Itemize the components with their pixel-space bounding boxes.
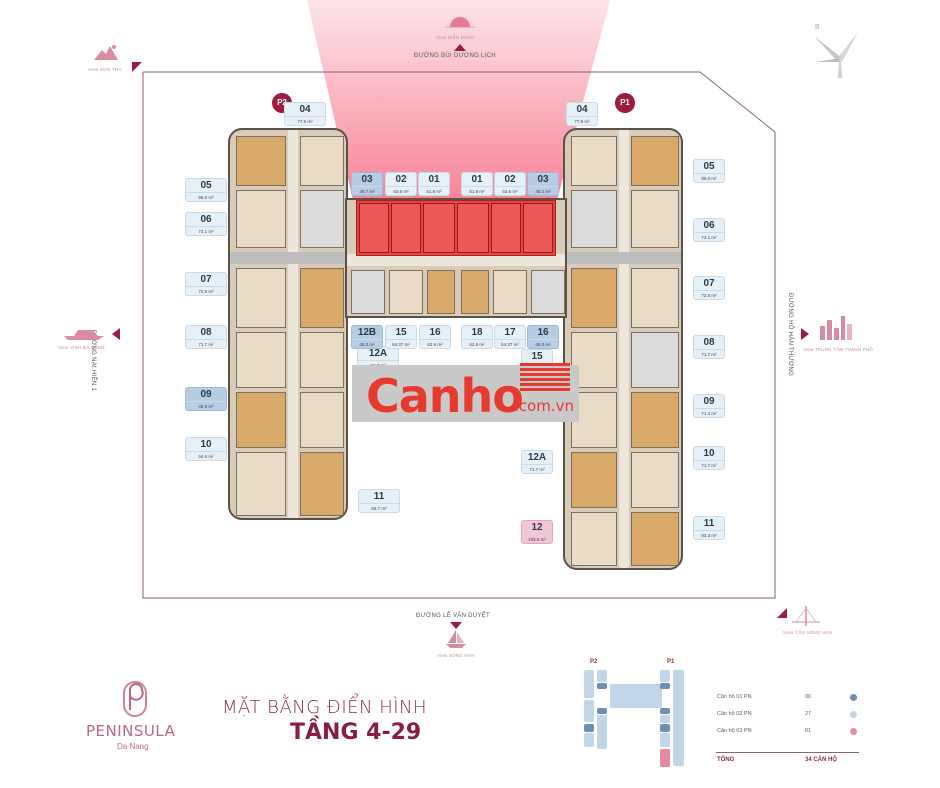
legend-dot-1pn [850, 694, 857, 701]
watermark-domain: .com.vn [514, 397, 574, 415]
legend-count-1pn: 06 [805, 694, 812, 700]
mini-label-p1: P1 [667, 659, 675, 665]
legend-count-2pn: 27 [805, 711, 812, 717]
mountain-icon [94, 45, 118, 60]
view-south-label: View SÔNG HÀN [437, 653, 475, 658]
south-arrow-icon [450, 622, 462, 629]
watermark-bars-icon [520, 363, 570, 397]
watermark-brand: Canho [366, 369, 524, 423]
central-connector-plan [345, 198, 567, 318]
compass-icon [814, 32, 858, 78]
compass-label: B [815, 24, 820, 31]
view-north-label: View BIỂN ĐÔNG [436, 35, 475, 40]
legend-dot-3pn [850, 728, 857, 735]
north-view-units-highlight [356, 200, 556, 256]
bridge-icon [792, 606, 820, 626]
project-name: PENINSULA [86, 722, 176, 740]
city-skyline-icon [820, 316, 852, 340]
sailboat-icon [446, 630, 466, 648]
peninsula-logo-icon [123, 681, 147, 717]
project-city: Da Nang [117, 742, 149, 751]
tower-p2-plan [228, 128, 348, 520]
north-arrow-icon [454, 44, 466, 51]
road-east: ĐƯỜNG HỒ HÁN THƯƠNG [787, 293, 793, 377]
view-southeast-label: View CẦU SÔNG HÀN [783, 630, 833, 635]
road-north: ĐƯỜNG BÙI DƯƠNG LỊCH [414, 53, 496, 59]
legend-label-3pn: Căn hộ 03 PN [717, 728, 752, 734]
legend-count-3pn: 01 [805, 728, 812, 734]
site-boundary [132, 62, 787, 618]
watermark: Canho .com.vn [352, 363, 579, 423]
view-beam [307, 0, 610, 200]
view-northwest-label: View SƠN TRÀ [88, 67, 122, 72]
legend-label-1pn: Căn hộ 01 PN [717, 694, 752, 700]
legend-divider [716, 752, 859, 753]
west-arrow-icon [112, 328, 120, 340]
east-arrow-icon [801, 328, 809, 340]
road-south: ĐƯỜNG LÊ VĂN DUYỆT [416, 613, 491, 619]
legend-total-value: 34 CĂN HỘ [805, 757, 838, 763]
legend-total-label: TỔNG [717, 757, 735, 763]
title-line2: TẦNG 4-29 [290, 720, 422, 745]
tower-p1-plan [563, 128, 683, 570]
legend-label-2pn: Căn hộ 02 PN [717, 711, 752, 717]
title-line1: MẶT BẰNG ĐIỂN HÌNH [222, 697, 428, 718]
sunrise-icon [445, 17, 475, 28]
yacht-icon [64, 330, 104, 340]
view-east-label: View TRUNG TÂM THÀNH PHỐ [803, 347, 873, 352]
mini-label-p2: P2 [590, 659, 598, 665]
tower-badge-p1: P1 [615, 93, 635, 113]
view-west-label: View VỊNH ĐÀ NẴNG [58, 345, 105, 350]
legend-dot-2pn [850, 711, 857, 718]
